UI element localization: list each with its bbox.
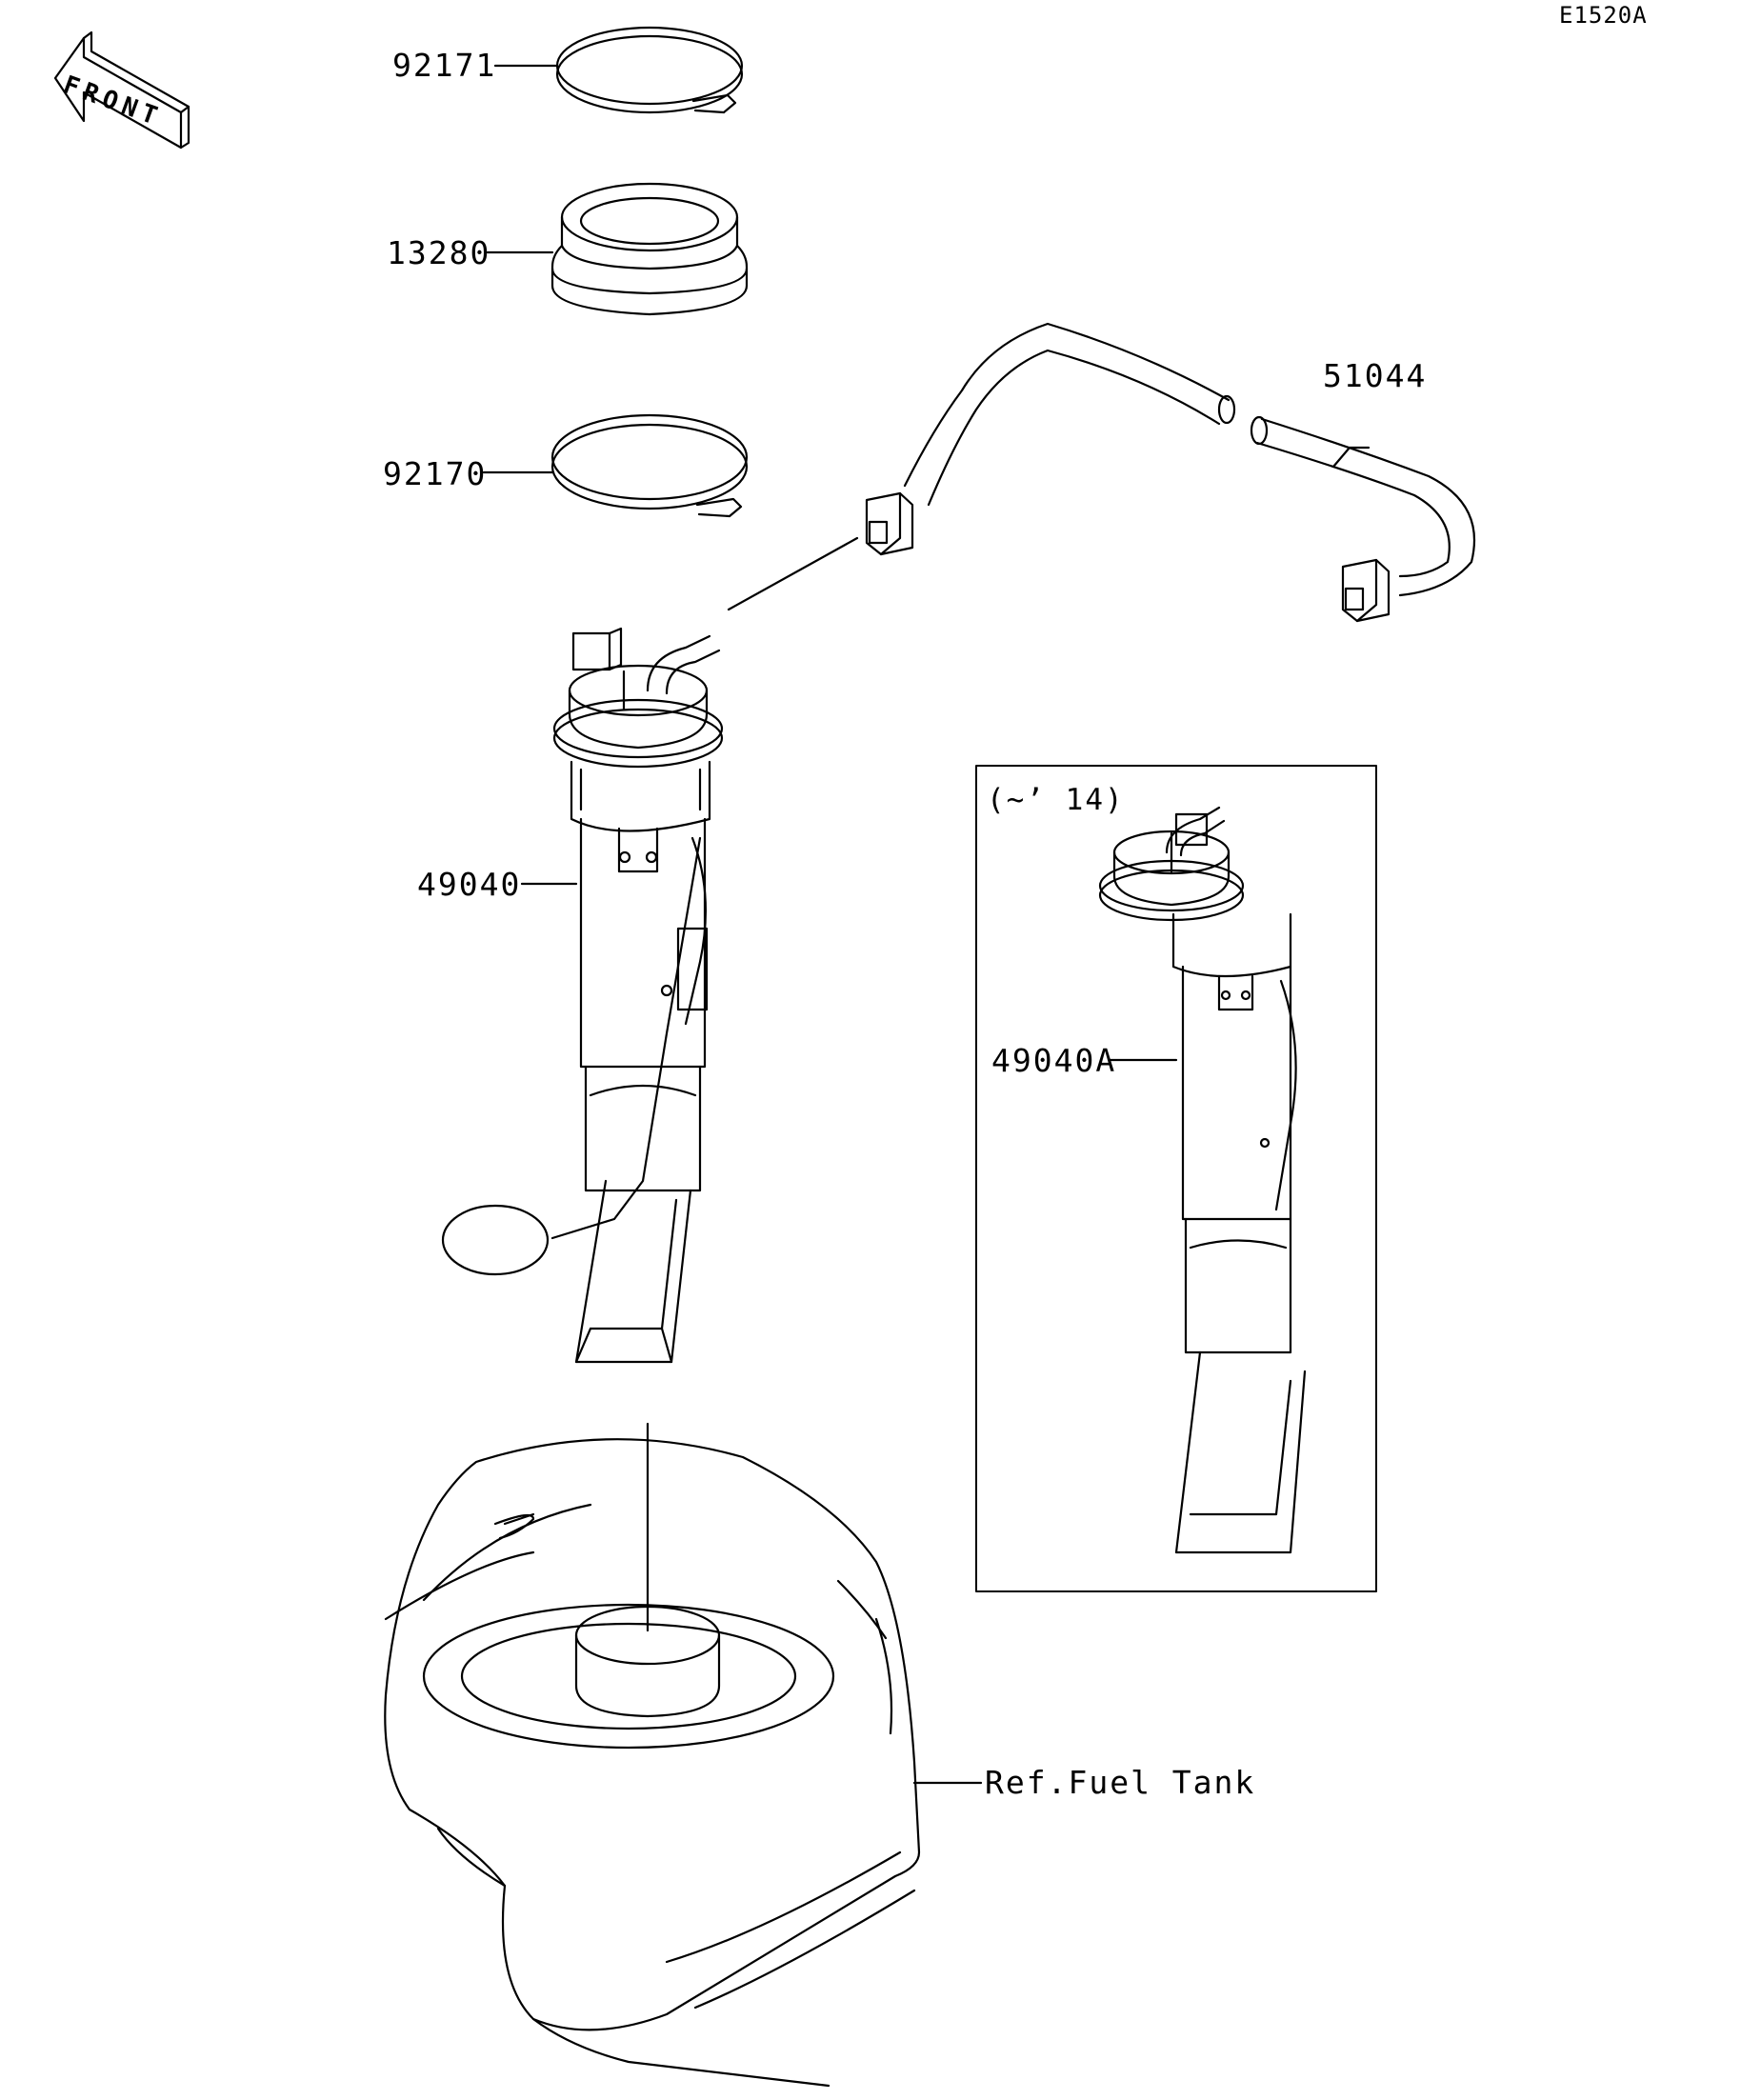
grommet-13280 <box>552 184 747 314</box>
clamp-92171 <box>557 28 742 112</box>
part-number-92170[interactable]: 92170 <box>383 455 488 492</box>
inset-note: (~’ 14) <box>987 783 1125 817</box>
part-number-13280[interactable]: 13280 <box>387 234 491 271</box>
part-number-49040a[interactable]: 49040A <box>991 1042 1117 1079</box>
part-number-51044[interactable]: 51044 <box>1323 357 1428 394</box>
leader-line-51044 <box>1333 448 1369 467</box>
connector-line <box>729 538 857 610</box>
inset-frame <box>976 766 1376 1591</box>
clamp-92170 <box>552 415 747 516</box>
hose-51044 <box>867 324 1474 621</box>
front-arrow-icon <box>55 32 189 148</box>
part-number-92171[interactable]: 92171 <box>392 47 497 84</box>
reference-fuel-tank[interactable]: Ref.Fuel Tank <box>985 1764 1256 1801</box>
fuel-tank <box>385 1424 919 2086</box>
part-number-49040[interactable]: 49040 <box>417 866 522 903</box>
fuel-pump-49040 <box>443 629 722 1362</box>
fuel-pump-49040a <box>1100 808 1305 1552</box>
diagram-code: E1520A <box>1559 2 1648 29</box>
